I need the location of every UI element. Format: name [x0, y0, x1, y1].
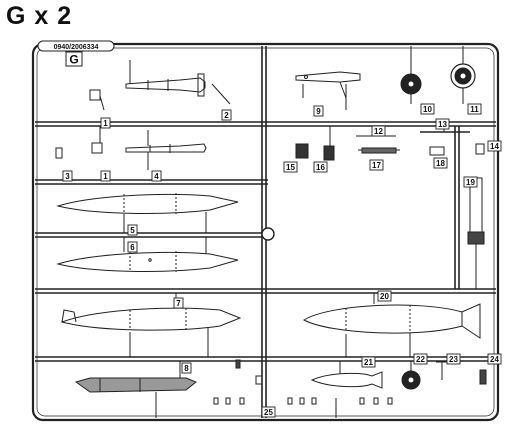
part-label-box: [100, 117, 111, 129]
part-number-label: 24: [490, 355, 499, 364]
part-7-fuselage: [60, 293, 242, 357]
part-number-label: 10: [423, 105, 432, 114]
part-label-box: [420, 103, 435, 115]
sprue-code-tag: [37, 40, 115, 52]
part-label-box: [100, 170, 111, 182]
parts-15-16-racks: [295, 126, 335, 161]
part-10-wheel: [400, 46, 422, 104]
part-label-box: [369, 159, 384, 171]
part-label-box: [487, 353, 502, 365]
part-number-label: 17: [372, 161, 381, 170]
part-label-box: [313, 161, 328, 173]
part-24-small: [479, 369, 487, 385]
part-number-label: 20: [380, 292, 389, 301]
part-2-bomb-body: [125, 60, 231, 105]
part-number-label: 16: [316, 163, 325, 172]
part-label-box: [413, 353, 428, 365]
part-number-label: 25: [264, 408, 273, 417]
parts-12-17-bars: [356, 135, 400, 154]
part-label-box: [371, 125, 386, 137]
part-number-label: 8: [184, 364, 189, 373]
sprue-hub: [261, 227, 275, 241]
part-number-label: 23: [449, 355, 458, 364]
part-label-box: [433, 157, 448, 169]
part-number-label: 18: [436, 159, 445, 168]
part-5-fuselage-half: [56, 193, 239, 233]
part-number-label: 21: [364, 358, 373, 367]
part-23-small: [436, 361, 448, 380]
part-number-label: 1: [103, 119, 108, 128]
part-19-vertical: [467, 177, 485, 289]
part-9-pod: [295, 71, 361, 110]
part-label-box: [221, 109, 232, 121]
part-number-label: 12: [374, 127, 383, 136]
part-number-label: 22: [416, 355, 425, 364]
part-number-label: 1: [103, 172, 108, 181]
part-label-box: [151, 170, 162, 182]
sprue-runners: [35, 46, 496, 418]
part-label-box: [467, 103, 482, 115]
part-number-label: 14: [490, 142, 499, 151]
part-18-clip: [429, 146, 445, 156]
part-number-label: 6: [130, 243, 135, 252]
part-number-label: 2: [224, 111, 229, 120]
part-label-box: [361, 356, 376, 368]
part-21-small-bomb: [310, 361, 383, 389]
part-label-box: [181, 362, 192, 374]
part-number-label: 3: [65, 172, 70, 181]
part-label-box: [127, 224, 138, 236]
part-label-box: [377, 290, 392, 302]
part-number-label: 11: [470, 105, 479, 114]
page-title: G x 2: [6, 2, 73, 30]
part-8-pylon: [74, 361, 197, 418]
part-label-box: [463, 176, 478, 188]
part-25-details: [213, 359, 393, 418]
part-14-small: [475, 143, 485, 155]
part-4-bomb-body: [125, 130, 207, 170]
part-label-box: [446, 353, 461, 365]
part-label-box: [173, 297, 184, 309]
part-label-box: [127, 241, 138, 253]
part-number-label: 9: [316, 107, 321, 116]
part-label-box: [313, 105, 324, 117]
sprue-frame: [31, 42, 500, 422]
part-label-box: [62, 170, 73, 182]
sprue-letter: G: [69, 53, 78, 67]
part-label-box: [487, 140, 502, 152]
part-20-bomb: [302, 293, 481, 357]
part-number-label: 15: [286, 163, 295, 172]
part-11-wheel: [450, 46, 476, 104]
part-label-box: [435, 118, 450, 130]
part-1-small-a: [89, 89, 105, 111]
part-6-fuselage-half: [56, 237, 239, 272]
sprue-letter-box: [65, 51, 83, 67]
part-number-label: 4: [154, 172, 159, 181]
part-number-label: 13: [438, 120, 447, 129]
part-label-box: [283, 161, 298, 173]
part-1-small-b: [91, 126, 103, 154]
part-22-wheel: [401, 361, 421, 390]
part-3-small: [55, 147, 63, 159]
part-number-label: 19: [466, 178, 475, 187]
part-label-box: [261, 406, 276, 418]
part-number-label: 5: [130, 226, 135, 235]
sprue-code: 0940/2006334: [54, 44, 99, 51]
part-number-label: 7: [176, 299, 181, 308]
